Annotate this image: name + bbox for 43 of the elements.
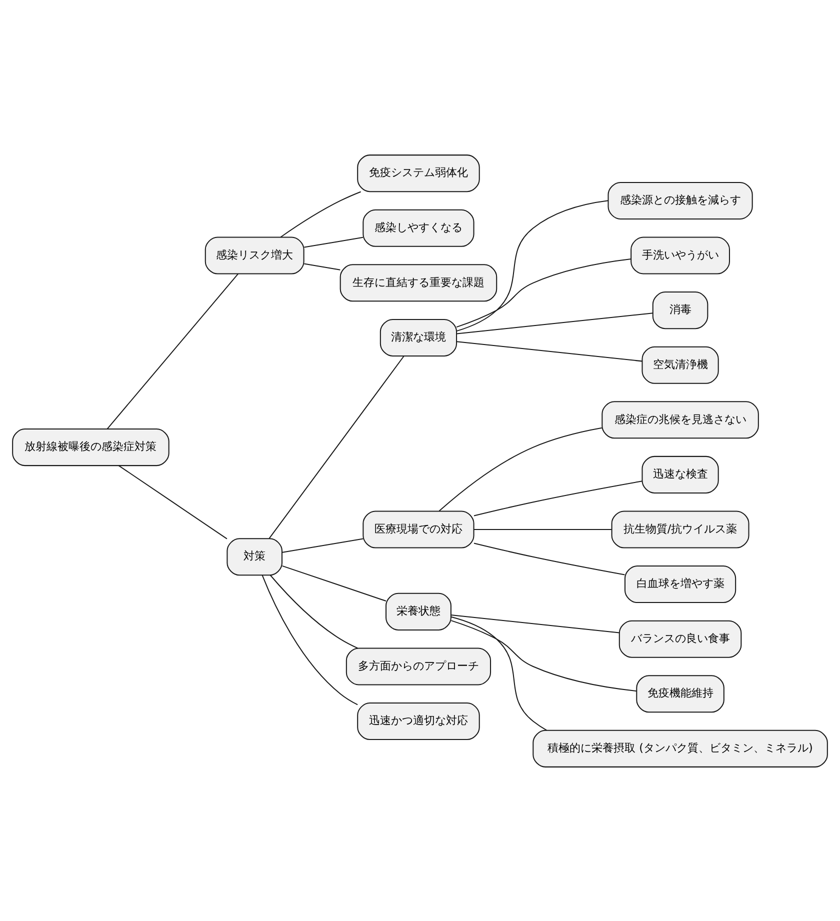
connector bbox=[304, 236, 364, 248]
node-box: 免疫システム弱体化 bbox=[357, 154, 480, 192]
node-box: 積極的に栄養摂取 (タンパク質、ビタミン、ミネラル) bbox=[532, 729, 828, 767]
node-box: 迅速な検査 bbox=[642, 455, 719, 493]
node-box: バランスの良い食事 bbox=[618, 620, 742, 658]
node-box: 白血球を増やす薬 bbox=[624, 565, 736, 603]
connector bbox=[282, 564, 386, 602]
connector bbox=[438, 426, 602, 511]
connector bbox=[450, 616, 547, 730]
connector bbox=[451, 620, 637, 692]
connector bbox=[451, 614, 620, 633]
node-box: 免疫機能維持 bbox=[636, 674, 724, 712]
connector bbox=[270, 574, 358, 648]
node-box: 対策 bbox=[226, 538, 282, 576]
node-box: 医療現場での対応 bbox=[362, 510, 474, 548]
connector bbox=[456, 200, 608, 331]
node-box: 消毒 bbox=[652, 291, 708, 329]
connector bbox=[262, 574, 358, 705]
node-box: 感染しやすくなる bbox=[362, 208, 474, 246]
connector bbox=[456, 340, 642, 362]
node-box: 迅速かつ適切な対応 bbox=[357, 702, 480, 740]
node-box: 生存に直結する重要な課題 bbox=[340, 264, 498, 302]
node-box: 手洗いやうがい bbox=[630, 236, 730, 274]
connector bbox=[118, 464, 228, 539]
connector bbox=[456, 258, 631, 328]
node-box: 放射線被曝後の感染症対策 bbox=[12, 428, 170, 466]
connector bbox=[268, 355, 404, 538]
node-box: 感染症の兆候を見逃さない bbox=[602, 400, 759, 438]
node-box: 感染源との接触を減らす bbox=[608, 181, 753, 219]
node-box: 栄養状態 bbox=[386, 592, 452, 630]
connector bbox=[280, 190, 361, 238]
connector bbox=[282, 538, 364, 552]
connector bbox=[456, 312, 653, 334]
node-box: 抗生物質/抗ウイルス薬 bbox=[611, 510, 750, 548]
node-box: 感染リスク増大 bbox=[204, 236, 304, 274]
connector bbox=[106, 273, 238, 429]
connector bbox=[474, 542, 625, 575]
connector bbox=[474, 480, 642, 516]
node-box: 清潔な環境 bbox=[380, 318, 458, 356]
node-box: 空気清浄機 bbox=[642, 346, 719, 384]
node-box: 多方面からのアプローチ bbox=[346, 647, 492, 685]
connector bbox=[474, 528, 612, 530]
connector bbox=[304, 262, 340, 270]
